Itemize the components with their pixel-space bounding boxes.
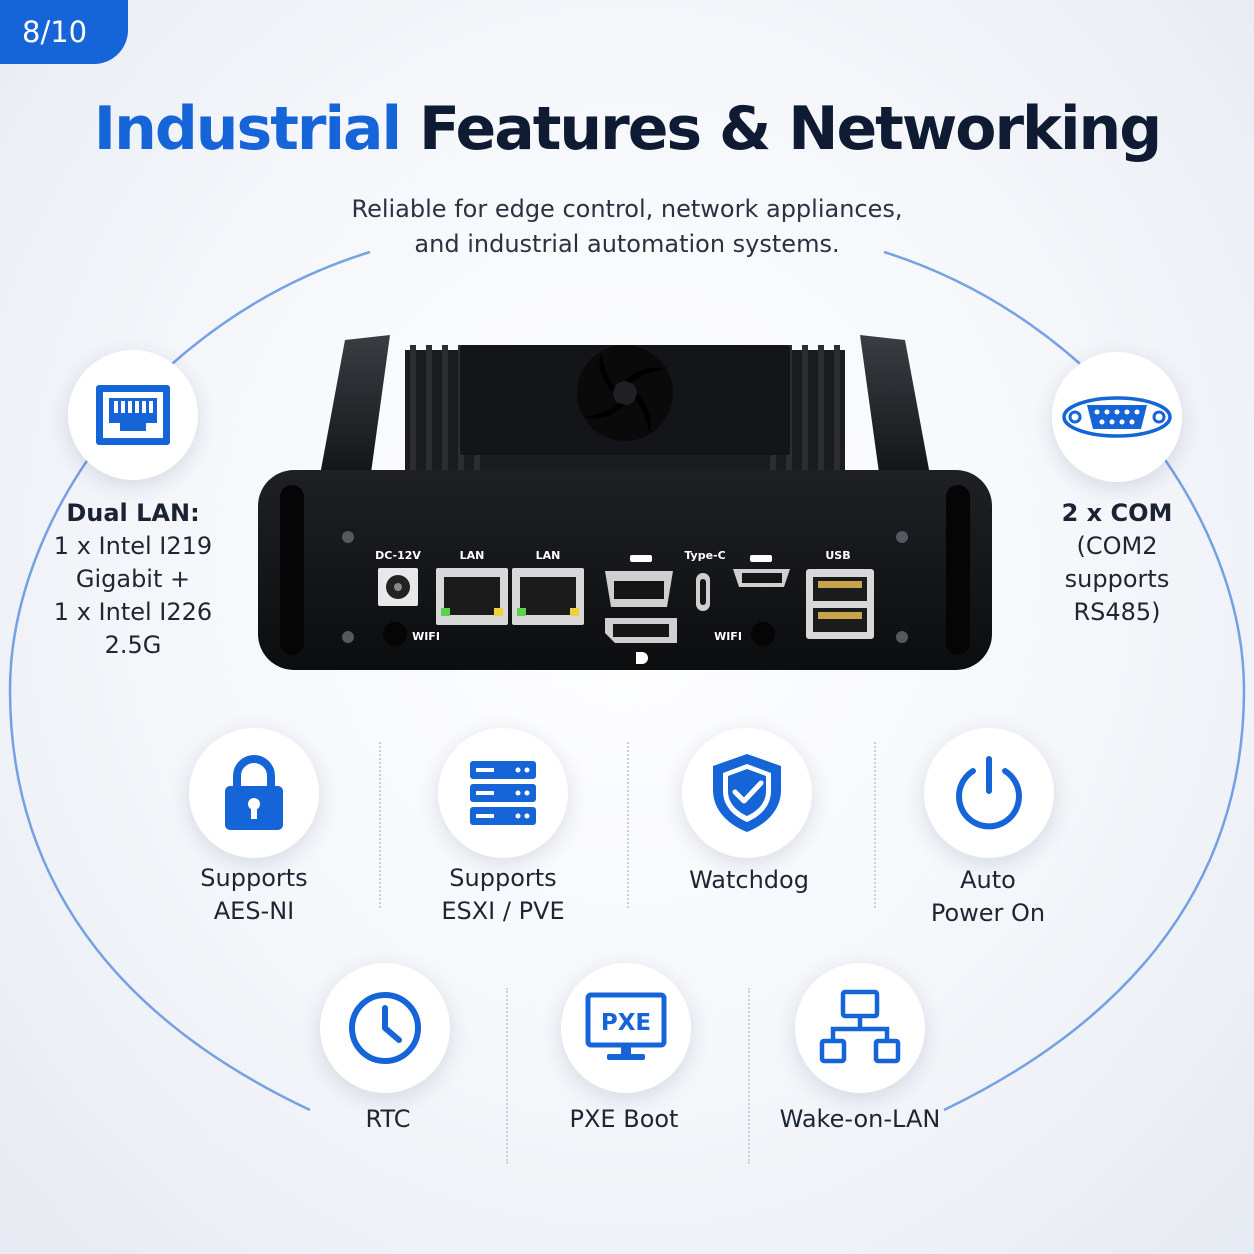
heatsink-fins	[320, 335, 930, 480]
divider	[506, 988, 508, 1164]
padlock-icon	[225, 755, 283, 830]
com-line-3: RS485)	[1073, 598, 1161, 626]
wifi-left-label: WIFI	[412, 630, 440, 643]
pxe-icon-text: PXE	[601, 1010, 651, 1036]
esxi-pve-line-1: Supports	[449, 864, 557, 892]
lan-line-2: Gigabit +	[75, 565, 191, 593]
lan-line-4: 2.5G	[104, 631, 162, 659]
page-subtitle: Reliable for edge control, network appli…	[0, 192, 1254, 262]
esxi-pve-circle	[438, 728, 568, 858]
divider	[874, 742, 876, 908]
lan1-label: LAN	[460, 549, 485, 562]
subtitle-line-2: and industrial automation systems.	[414, 230, 840, 258]
divider	[379, 742, 381, 908]
pxe-boot-line-1: PXE Boot	[569, 1105, 679, 1133]
wifi-right-label: WIFI	[714, 630, 742, 643]
shield-check-icon	[713, 754, 781, 832]
server-stack-icon	[470, 761, 536, 825]
watchdog-circle	[682, 728, 812, 858]
usb-label: USB	[825, 549, 850, 562]
page-title: Industrial Features & Networking	[0, 94, 1254, 164]
page-indicator: 8/10	[0, 0, 128, 64]
rtc-label: RTC	[288, 1103, 488, 1136]
watchdog-line-1: Watchdog	[689, 866, 809, 894]
dc-label: DC-12V	[375, 549, 421, 562]
divider	[748, 988, 750, 1164]
divider	[627, 742, 629, 908]
wake-on-lan-line-1: Wake-on-LAN	[779, 1105, 941, 1133]
esxi-pve-label: Supports ESXI / PVE	[403, 862, 603, 928]
title-accent: Industrial	[93, 94, 402, 164]
auto-power-label: Auto Power On	[888, 864, 1088, 930]
lan2-label: LAN	[536, 549, 561, 562]
rtc-line-1: RTC	[365, 1105, 411, 1133]
com-feature-circle	[1052, 352, 1182, 482]
com-feature-label: 2 x COM (COM2 supports RS485)	[1017, 497, 1217, 629]
lan-feature-label: Dual LAN: 1 x Intel I219 Gigabit + 1 x I…	[33, 497, 233, 662]
watchdog-label: Watchdog	[649, 864, 849, 897]
pxe-boot-label: PXE Boot	[524, 1103, 724, 1136]
power-icon	[956, 756, 1022, 830]
ethernet-port-icon	[96, 385, 170, 445]
mini-pc-device: DC-12V LAN LAN Type-C USB WIFI WIFI	[258, 335, 992, 670]
com-line-1: (COM2	[1076, 532, 1158, 560]
aes-ni-circle	[189, 728, 319, 858]
aes-ni-line-1: Supports	[200, 864, 308, 892]
com-feature-heading: 2 x COM	[1061, 499, 1173, 527]
lan-feature-heading: Dual LAN:	[66, 499, 200, 527]
network-tree-icon	[819, 989, 901, 1064]
lan-ports	[436, 568, 584, 625]
lan-feature-circle	[68, 350, 198, 480]
subtitle-line-1: Reliable for edge control, network appli…	[351, 195, 903, 223]
auto-power-line-2: Power On	[930, 899, 1046, 927]
aes-ni-line-2: AES-NI	[213, 897, 295, 925]
lan-line-1: 1 x Intel I219	[53, 532, 213, 560]
auto-power-line-1: Auto	[960, 866, 1016, 894]
serial-port-icon	[1062, 396, 1172, 438]
aes-ni-label: Supports AES-NI	[154, 862, 354, 928]
wake-on-lan-label: Wake-on-LAN	[760, 1103, 960, 1136]
auto-power-circle	[924, 728, 1054, 858]
esxi-pve-line-2: ESXI / PVE	[441, 897, 565, 925]
lan-line-3: 1 x Intel I226	[53, 598, 213, 626]
com-line-2: supports	[1064, 565, 1170, 593]
wake-on-lan-circle	[795, 963, 925, 1093]
title-rest: Features & Networking	[400, 94, 1162, 164]
rtc-circle	[320, 963, 450, 1093]
pxe-monitor-icon: PXE	[585, 992, 667, 1060]
typec-label: Type-C	[684, 549, 725, 562]
clock-icon	[349, 992, 421, 1064]
pxe-boot-circle: PXE	[561, 963, 691, 1093]
